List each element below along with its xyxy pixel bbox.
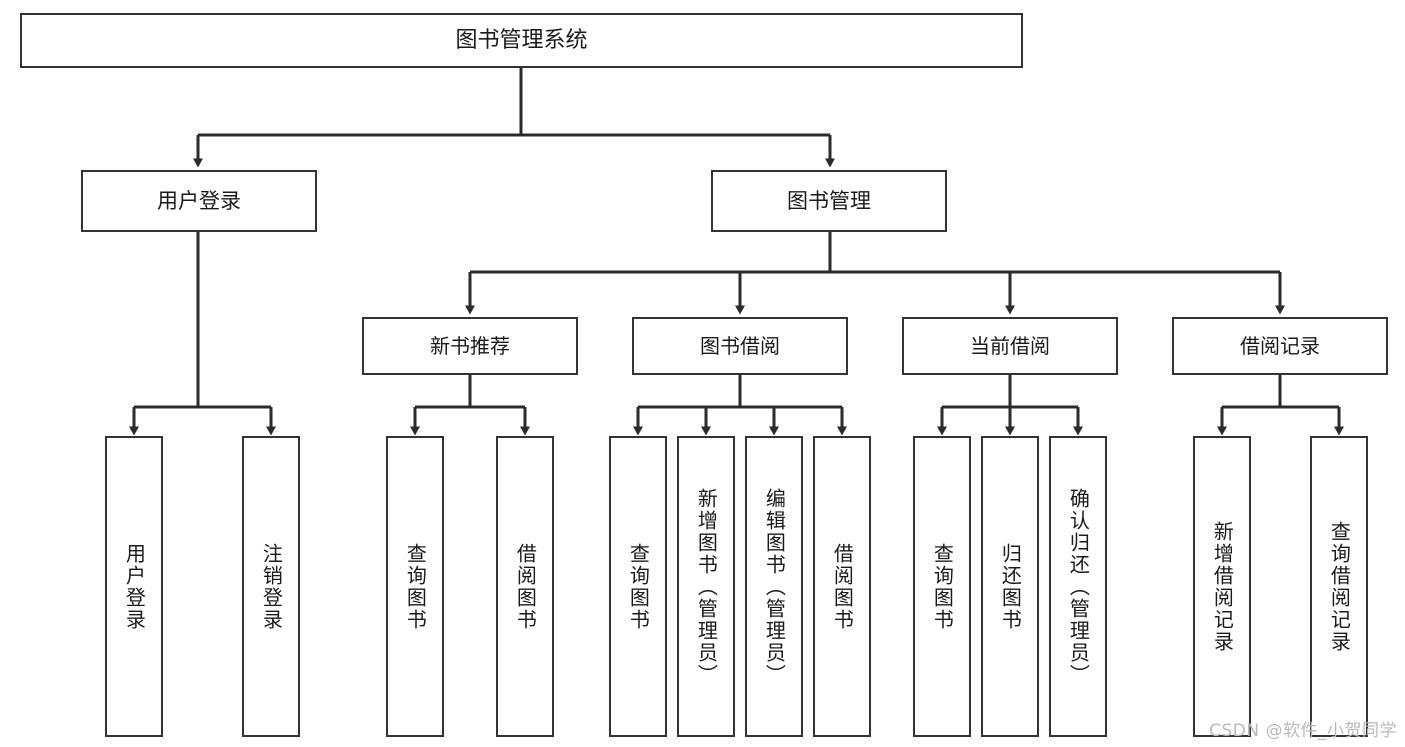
node-borrow-record-label: 借阅记录 [1240, 333, 1320, 358]
node-root[interactable]: 图书管理系统 [20, 13, 1023, 68]
node-book-manage-label: 图书管理 [787, 188, 871, 213]
node-book-borrow-label: 图书借阅 [700, 333, 780, 358]
leaf-add-book[interactable]: 新增图书（管理员） [677, 436, 735, 737]
leaf-query-book-1[interactable]: 查询图书 [386, 436, 444, 737]
leaf-add-book-label: 新增图书（管理员） [694, 487, 719, 686]
leaf-add-record-label: 新增借阅记录 [1210, 520, 1235, 653]
leaf-query-record[interactable]: 查询借阅记录 [1310, 436, 1368, 737]
leaf-return-book-label: 归还图书 [998, 542, 1023, 631]
leaf-add-record[interactable]: 新增借阅记录 [1193, 436, 1251, 737]
watermark-text: CSDN @软件_小贺同学 [1209, 721, 1397, 741]
node-book-manage[interactable]: 图书管理 [711, 170, 947, 232]
leaf-user-logout-label: 注销登录 [259, 542, 284, 631]
leaf-confirm-return-label: 确认归还（管理员） [1066, 487, 1091, 686]
leaf-user-login[interactable]: 用户登录 [105, 436, 163, 737]
leaf-borrow-book-2-label: 借阅图书 [830, 542, 855, 631]
leaf-edit-book-label: 编辑图书（管理员） [762, 487, 787, 686]
leaf-borrow-book-1-label: 借阅图书 [513, 542, 538, 631]
leaf-query-book-3-label: 查询图书 [930, 542, 955, 631]
node-current-borrow-label: 当前借阅 [970, 333, 1050, 358]
leaf-confirm-return[interactable]: 确认归还（管理员） [1049, 436, 1107, 737]
leaf-query-book-2[interactable]: 查询图书 [609, 436, 667, 737]
node-new-book-recommend-label: 新书推荐 [430, 333, 510, 358]
leaf-edit-book[interactable]: 编辑图书（管理员） [745, 436, 803, 737]
node-user-login-label: 用户登录 [157, 188, 241, 213]
leaf-query-book-3[interactable]: 查询图书 [913, 436, 971, 737]
node-new-book-recommend[interactable]: 新书推荐 [362, 317, 578, 375]
node-book-borrow[interactable]: 图书借阅 [632, 317, 848, 375]
node-current-borrow[interactable]: 当前借阅 [902, 317, 1118, 375]
node-root-label: 图书管理系统 [455, 27, 588, 53]
leaf-query-book-1-label: 查询图书 [403, 542, 428, 631]
leaf-query-record-label: 查询借阅记录 [1327, 520, 1352, 653]
leaf-user-login-label: 用户登录 [122, 542, 147, 631]
leaf-return-book[interactable]: 归还图书 [981, 436, 1039, 737]
leaf-borrow-book-2[interactable]: 借阅图书 [813, 436, 871, 737]
leaf-query-book-2-label: 查询图书 [626, 542, 651, 631]
node-user-login[interactable]: 用户登录 [81, 170, 317, 232]
leaf-user-logout[interactable]: 注销登录 [242, 436, 300, 737]
leaf-borrow-book-1[interactable]: 借阅图书 [496, 436, 554, 737]
node-borrow-record[interactable]: 借阅记录 [1172, 317, 1388, 375]
